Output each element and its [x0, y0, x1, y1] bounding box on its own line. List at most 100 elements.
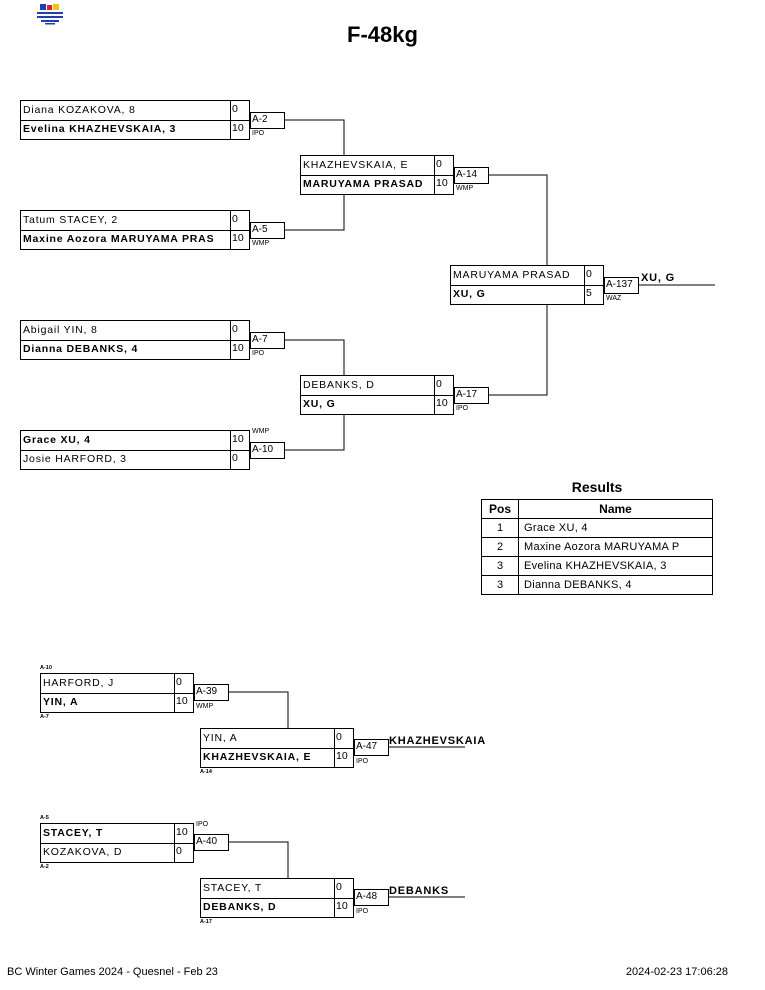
- games-logo: [37, 4, 63, 26]
- win-type: IPO: [356, 908, 369, 915]
- match-box-rep1-r2: YIN, A 0 KHAZHEVSKAIA, E 10: [200, 728, 354, 768]
- competitor-score: 0: [334, 879, 353, 898]
- results-row: 1 Grace XU, 4: [481, 518, 713, 538]
- results-table: Pos Name 1 Grace XU, 4 2 Maxine Aozora M…: [481, 499, 713, 595]
- win-type: IPO: [456, 405, 469, 412]
- win-type: IPO: [252, 350, 265, 357]
- match-number: A-14: [454, 167, 489, 184]
- competitor-score: 10: [334, 748, 353, 767]
- competitor-score: 0: [230, 450, 249, 469]
- result-pos: 3: [481, 575, 519, 595]
- result-pos: 1: [481, 518, 519, 538]
- competitor-score: 0: [584, 266, 603, 285]
- results-header-name: Name: [518, 499, 713, 519]
- match-box-rep2-r2: STACEY, T 0 DEBANKS, D 10: [200, 878, 354, 918]
- result-name: Maxine Aozora MARUYAMA P: [518, 537, 713, 557]
- bronze-winner-name: KHAZHEVSKAIA: [389, 735, 486, 747]
- competitor-name: Dianna DEBANKS, 4: [23, 343, 139, 355]
- page-title: F-48kg: [347, 22, 418, 47]
- source-match: A-10: [40, 665, 52, 671]
- match-number: A-7: [250, 332, 285, 349]
- match-number: A-5: [250, 222, 285, 239]
- competitor-score: 0: [230, 321, 249, 340]
- competitor-name: DEBANKS, D: [203, 901, 277, 913]
- competitor-score: 0: [230, 101, 249, 120]
- competitor-name: MARUYAMA PRASAD: [303, 178, 424, 190]
- competitor-score: 0: [334, 729, 353, 748]
- match-number: A-39: [194, 684, 229, 701]
- results-title: Results: [571, 479, 623, 495]
- competitor-name: HARFORD, J: [43, 677, 114, 689]
- footer-timestamp: 2024-02-23 17:06:28: [625, 966, 728, 978]
- competitor-name: XU, G: [303, 398, 336, 410]
- competitor-name: Grace XU, 4: [23, 434, 91, 446]
- win-type: WMP: [196, 703, 214, 710]
- win-type: IPO: [252, 130, 265, 137]
- competitor-score: 0: [174, 674, 193, 693]
- win-type: WMP: [456, 185, 474, 192]
- competitor-score: 10: [230, 431, 249, 450]
- competitor-score: 0: [434, 376, 453, 395]
- competitor-score: 0: [230, 211, 249, 230]
- competitor-score: 10: [174, 824, 193, 843]
- match-number: A-17: [454, 387, 489, 404]
- match-number: A-40: [194, 834, 229, 851]
- source-match: A-2: [40, 864, 49, 870]
- win-type: WAZ: [606, 295, 622, 302]
- competitor-name: Maxine Aozora MARUYAMA PRAS: [23, 233, 215, 245]
- competitor-score: 10: [230, 120, 249, 139]
- competitor-name: STACEY, T: [43, 827, 104, 839]
- champion-name: XU, G: [641, 272, 675, 284]
- competitor-name: KHAZHEVSKAIA, E: [303, 159, 409, 171]
- results-row: 3 Dianna DEBANKS, 4: [481, 575, 713, 595]
- win-type: IPO: [356, 758, 369, 765]
- competitor-score: 10: [230, 230, 249, 249]
- competitor-score: 10: [230, 340, 249, 359]
- result-name: Dianna DEBANKS, 4: [518, 575, 713, 595]
- competitor-score: 10: [434, 395, 453, 414]
- match-box-r1-4: Grace XU, 4 10 Josie HARFORD, 3 0: [20, 430, 250, 470]
- match-box-r1-3: Abigail YIN, 8 0 Dianna DEBANKS, 4 10: [20, 320, 250, 360]
- source-match: A-5: [40, 815, 49, 821]
- results-row: 2 Maxine Aozora MARUYAMA P: [481, 537, 713, 557]
- result-pos: 2: [481, 537, 519, 557]
- match-box-r2-1: KHAZHEVSKAIA, E 0 MARUYAMA PRASAD 10: [300, 155, 454, 195]
- win-type: WMP: [252, 428, 270, 435]
- result-pos: 3: [481, 556, 519, 576]
- competitor-name: Evelina KHAZHEVSKAIA, 3: [23, 123, 177, 135]
- competitor-name: KHAZHEVSKAIA, E: [203, 751, 312, 763]
- match-number: A-10: [250, 442, 285, 459]
- win-type: WMP: [252, 240, 270, 247]
- competitor-name: XU, G: [453, 288, 486, 300]
- competitor-name: YIN, A: [203, 732, 238, 744]
- competitor-name: Josie HARFORD, 3: [23, 453, 127, 465]
- competitor-score: 5: [584, 285, 603, 304]
- competitor-name: DEBANKS, D: [303, 379, 375, 391]
- competitor-name: MARUYAMA PRASAD: [453, 269, 571, 281]
- match-number: A-48: [354, 889, 389, 906]
- competitor-name: Tatum STACEY, 2: [23, 214, 119, 226]
- match-box-r1-1: Diana KOZAKOVA, 8 0 Evelina KHAZHEVSKAIA,…: [20, 100, 250, 140]
- bronze-winner-name: DEBANKS: [389, 885, 449, 897]
- match-box-r1-2: Tatum STACEY, 2 0 Maxine Aozora MARUYAMA …: [20, 210, 250, 250]
- competitor-name: YIN, A: [43, 696, 79, 708]
- results-row: 3 Evelina KHAZHEVSKAIA, 3: [481, 556, 713, 576]
- result-name: Evelina KHAZHEVSKAIA, 3: [518, 556, 713, 576]
- source-match: A-14: [200, 769, 212, 775]
- footer-event: BC Winter Games 2024 - Quesnel - Feb 23: [7, 966, 218, 978]
- competitor-name: STACEY, T: [203, 882, 263, 894]
- competitor-name: KOZAKOVA, D: [43, 846, 123, 858]
- match-number: A-137: [604, 277, 639, 294]
- competitor-score: 0: [434, 156, 453, 175]
- competitor-score: 10: [334, 898, 353, 917]
- competitor-score: 10: [434, 175, 453, 194]
- match-box-final: MARUYAMA PRASAD 0 XU, G 5: [450, 265, 604, 305]
- win-type: IPO: [196, 821, 209, 828]
- result-name: Grace XU, 4: [518, 518, 713, 538]
- match-number: A-47: [354, 739, 389, 756]
- competitor-name: Abigail YIN, 8: [23, 324, 98, 336]
- source-match: A-17: [200, 919, 212, 925]
- competitor-name: Diana KOZAKOVA, 8: [23, 104, 136, 116]
